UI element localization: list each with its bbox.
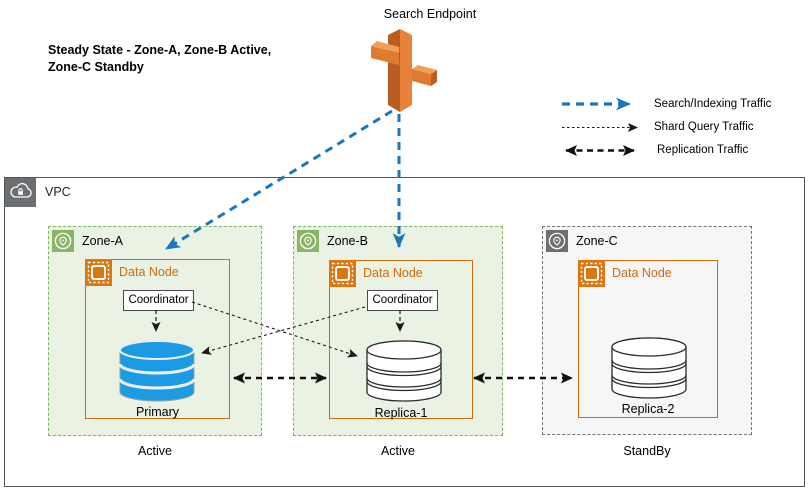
zone-b-label: Zone-B bbox=[327, 234, 368, 248]
zone-b-container: Zone-B Data Node Coordinator Replica-1 bbox=[293, 226, 503, 436]
database-cylinder-primary bbox=[118, 340, 196, 402]
diagram-title: Steady State - Zone-A, Zone-B Active, Zo… bbox=[48, 42, 271, 76]
legend-arrow-samples bbox=[562, 97, 638, 156]
zone-c-label: Zone-C bbox=[576, 234, 618, 248]
zone-c-container: Zone-C Data Node Replica-2 bbox=[542, 226, 752, 435]
primary-db-label: Primary bbox=[135, 405, 180, 419]
availability-zone-pin-icon bbox=[52, 230, 74, 252]
chip-icon bbox=[329, 260, 356, 287]
zone-c-status-label: StandBy bbox=[623, 444, 671, 458]
search-endpoint-3d-icon bbox=[371, 29, 437, 112]
chip-icon bbox=[578, 260, 605, 287]
zone-a-container: Zone-A Data Node Coordinator Primary bbox=[48, 226, 262, 436]
vpc-label: VPC bbox=[45, 185, 71, 199]
replica-1-db-label: Replica-1 bbox=[374, 406, 428, 420]
title-line-1: Steady State - Zone-A, Zone-B Active, bbox=[48, 43, 272, 57]
chip-icon bbox=[85, 259, 112, 286]
replica-2-db-label: Replica-2 bbox=[621, 402, 675, 416]
zone-b-data-node-label: Data Node bbox=[363, 266, 423, 280]
availability-zone-pin-icon bbox=[546, 230, 568, 252]
legend-label-shard-query: Shard Query Traffic bbox=[654, 121, 754, 133]
title-line-2: Zone-C Standby bbox=[48, 59, 144, 74]
vpc-container: VPC bbox=[4, 177, 805, 487]
zone-a-coordinator-box: Coordinator bbox=[123, 290, 194, 311]
legend-label-replication: Replication Traffic bbox=[657, 144, 749, 156]
legend-label-search-indexing: Search/Indexing Traffic bbox=[654, 98, 772, 110]
zone-b-data-node-box: Data Node Coordinator Replica-1 bbox=[329, 260, 473, 420]
zone-b-coordinator-box: Coordinator bbox=[367, 290, 438, 311]
zone-a-status-label: Active bbox=[137, 444, 173, 458]
zone-b-status-label: Active bbox=[380, 444, 416, 458]
zone-c-data-node-box: Data Node Replica-2 bbox=[578, 260, 718, 418]
cloud-lock-icon bbox=[5, 178, 36, 207]
zone-a-data-node-label: Data Node bbox=[119, 265, 179, 279]
zone-a-label: Zone-A bbox=[82, 234, 123, 248]
search-endpoint-label: Search Endpoint bbox=[383, 7, 477, 21]
database-cylinder-replica-1 bbox=[366, 340, 442, 402]
database-cylinder-replica-2 bbox=[611, 337, 687, 399]
zone-c-data-node-label: Data Node bbox=[612, 266, 672, 280]
zone-a-data-node-box: Data Node Coordinator Primary bbox=[85, 259, 230, 419]
availability-zone-pin-icon bbox=[297, 230, 319, 252]
